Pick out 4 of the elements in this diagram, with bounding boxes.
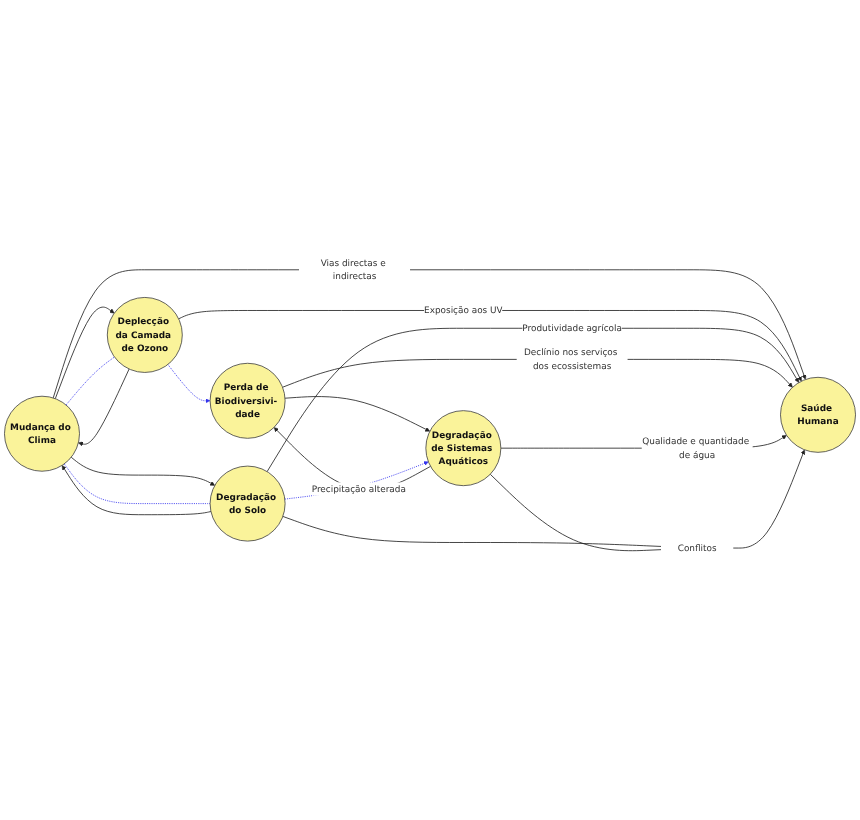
connector [282, 516, 662, 548]
connector [63, 463, 211, 505]
connector [65, 356, 115, 406]
connector [489, 474, 662, 552]
